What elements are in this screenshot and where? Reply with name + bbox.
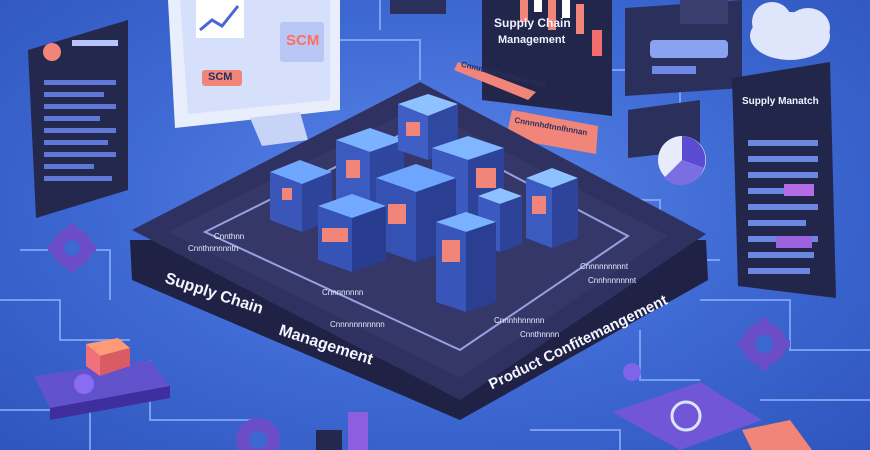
monitor-button[interactable]: SCM (208, 71, 233, 83)
bottom-left-box (34, 338, 170, 420)
monitor-badge: SCM (286, 32, 320, 49)
top-small-panel (390, 0, 446, 14)
top-right-panels (625, 0, 830, 96)
small-dot (623, 363, 641, 381)
process-tag-2 (506, 110, 598, 154)
right-caption-1: Cnnnnnnnnnt (580, 262, 629, 271)
process-tag (454, 62, 536, 100)
top-panel-title-line1: Supply Chain (494, 16, 571, 30)
right-panel-title: Supply Manatch (742, 96, 819, 107)
left-caption-2: Cnnthnnnnntn (188, 244, 239, 253)
left-list-panel (28, 20, 128, 218)
top-panel-title-line2: Management (498, 34, 566, 46)
mid-caption-2: Cnnnnnnnnnnn (330, 320, 385, 329)
lower-caption-1: Cnnnhhnnnnn (494, 316, 545, 325)
central-buildings (270, 94, 578, 312)
gear-icon-right (738, 318, 790, 370)
mid-caption-1: Cnnnnnnnn (322, 288, 364, 297)
gear-icon (48, 224, 96, 272)
bottom-right-box (612, 382, 812, 450)
right-caption-2: Cnnhnnnnnnt (588, 276, 637, 285)
right-dashboard-panel (732, 62, 836, 298)
left-caption-1: Cnnthnn (214, 232, 245, 241)
lower-caption-2: Cnnthnnnn (520, 330, 560, 339)
pie-chart-icon (658, 136, 706, 186)
gear-icon-bottom (236, 418, 280, 450)
bottom-cube (348, 412, 368, 450)
monitor (168, 0, 340, 146)
